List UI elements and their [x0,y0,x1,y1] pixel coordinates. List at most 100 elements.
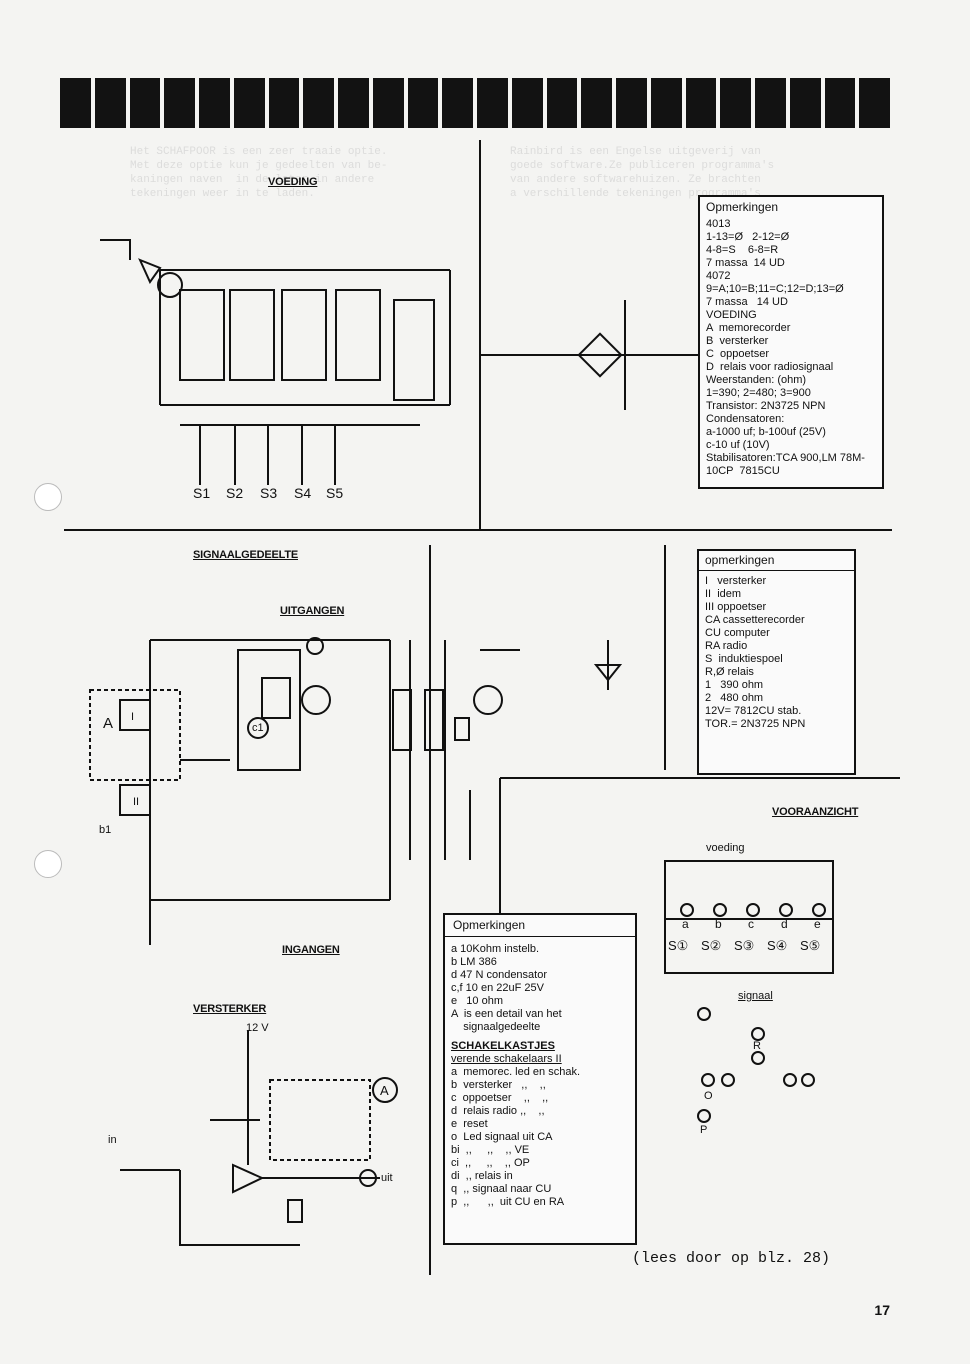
note-line: e 10 ohm [451,995,503,1007]
front-panel-top [664,860,834,920]
front-panel-knob[interactable] [812,903,826,917]
front-panel-knob[interactable] [746,903,760,917]
note-line: di ,, relais in [451,1170,513,1182]
note-line: A memorecorder [706,322,791,334]
note-line: a-1000 uf; b-100uf (25V) [706,426,826,438]
header-bar [511,78,543,128]
note-line: RA radio [705,640,748,652]
header-bar [164,78,195,128]
header-bar [129,78,161,128]
switch-s4-label: S4 [294,485,312,501]
schakelkastjes-rows: a memorec. led en schak.b versterker ,, … [451,1066,629,1209]
note-line: a 10Kohm instelb. [451,943,540,955]
header-bar [268,78,300,128]
note-line: a memorec. led en schak. [451,1066,581,1078]
note-line: bi ,, ,, ,, VE [451,1144,530,1156]
front-panel-switch[interactable]: S③ [734,938,755,953]
front-panel-letter: b [715,917,722,931]
front-panel-switch[interactable]: S④ [767,938,788,953]
note-line: q ,, signaal naar CU [451,1183,552,1195]
note-line: 7 massa 14 UD [706,296,788,308]
schakelkastjes-title: SCHAKELKASTJES [451,1040,555,1052]
voeding-small-label: voeding [706,842,745,854]
switch-s1-label: S1 [193,485,211,501]
front-panel-switch[interactable]: S⑤ [800,938,821,953]
switch-s3-label: S3 [260,485,278,501]
header-bar [372,78,404,128]
header-bar [616,78,647,128]
note-line: 9=A;10=B;11=C;12=D;13=Ø [706,283,844,295]
front-panel-knob[interactable] [680,903,694,917]
signaal-title: SIGNAALGEDEELTE [193,549,298,561]
front-panel-row-label: O [704,1090,713,1102]
header-bar [407,78,439,128]
front-panel-knob[interactable] [779,903,793,917]
front-panel-row-label: R [753,1040,761,1052]
front-panel-knob[interactable] [713,903,727,917]
note-line: c-10 uf (10V) [706,439,770,451]
note-line: 1=390; 2=480; 3=900 [706,387,811,399]
label-I: I [131,711,134,723]
note-line: D relais voor radiosignaal [706,361,834,373]
note-line: B versterker [706,335,769,347]
header-bar [581,78,612,128]
notes-voeding-title: Opmerkingen [706,200,779,214]
header-bar [94,78,126,128]
label-A: A [103,715,113,732]
header-bar [546,78,578,128]
header-bar [303,78,334,128]
note-line: I versterker [705,575,767,587]
note-line: 7 massa 14 UD [706,257,785,269]
note-line: Weerstanden: (ohm) [706,374,807,386]
header-bar [233,78,265,128]
note-line: TOR.= 2N3725 NPN [705,718,806,730]
note-line: c,f 10 en 22uF 25V [451,982,544,994]
page-number: 17 [874,1302,890,1318]
label-A2: A [380,1083,389,1098]
note-line: b versterker ,, ,, [451,1079,546,1091]
label-12v: 12 V [246,1022,269,1034]
switch-s2-label: S2 [226,485,244,501]
note-line: 1 390 ohm [705,679,764,691]
note-line: R,Ø relais [705,666,754,678]
vooraanzicht-title: VOORAANZICHT [772,806,859,818]
voeding-title: VOEDING [268,176,318,188]
note-line: signaalgedeelte [451,1021,541,1033]
front-panel-switch[interactable]: S② [701,938,722,953]
header-bar [789,78,821,128]
note-line: CU computer [705,627,770,639]
label-b1: b1 [99,824,112,836]
label-c1: c1 [252,722,264,734]
note-line: III oppoetser [705,601,767,613]
note-line: S induktiespoel [705,653,783,665]
versterker-title: VERSTERKER [193,1003,267,1015]
uitgangen-title: UITGANGEN [280,605,345,617]
note-line: A is een detail van het [451,1008,562,1020]
header-bar [755,78,786,128]
binder-hole-bottom [34,850,62,878]
note-line: Condensatoren: [706,413,785,425]
header-bar [859,78,890,128]
note-line: CA cassetterecorder [705,614,805,626]
note-line: 4013 [706,218,731,230]
label-in: in [108,1134,117,1146]
note-line: c oppoetser ,, ,, [451,1092,549,1104]
label-II: II [133,796,139,808]
header-bar [338,78,369,128]
note-line: Transistor: 2N3725 NPN [706,400,826,412]
header-bar [477,78,508,128]
front-panel-letter: c [748,917,754,931]
front-panel [664,900,834,974]
note-line: II idem [705,588,742,600]
note-line: 1-13=Ø 2-12=Ø [706,231,790,243]
note-line: o Led signaal uit CA [451,1131,553,1143]
header-bar [650,78,682,128]
front-panel-letter: a [682,917,689,931]
note-line: p ,, ,, uit CU en RA [451,1196,565,1208]
header-bar [442,78,473,128]
signaal-small-label: signaal [738,990,773,1002]
front-panel-switch[interactable]: S① [668,938,689,953]
